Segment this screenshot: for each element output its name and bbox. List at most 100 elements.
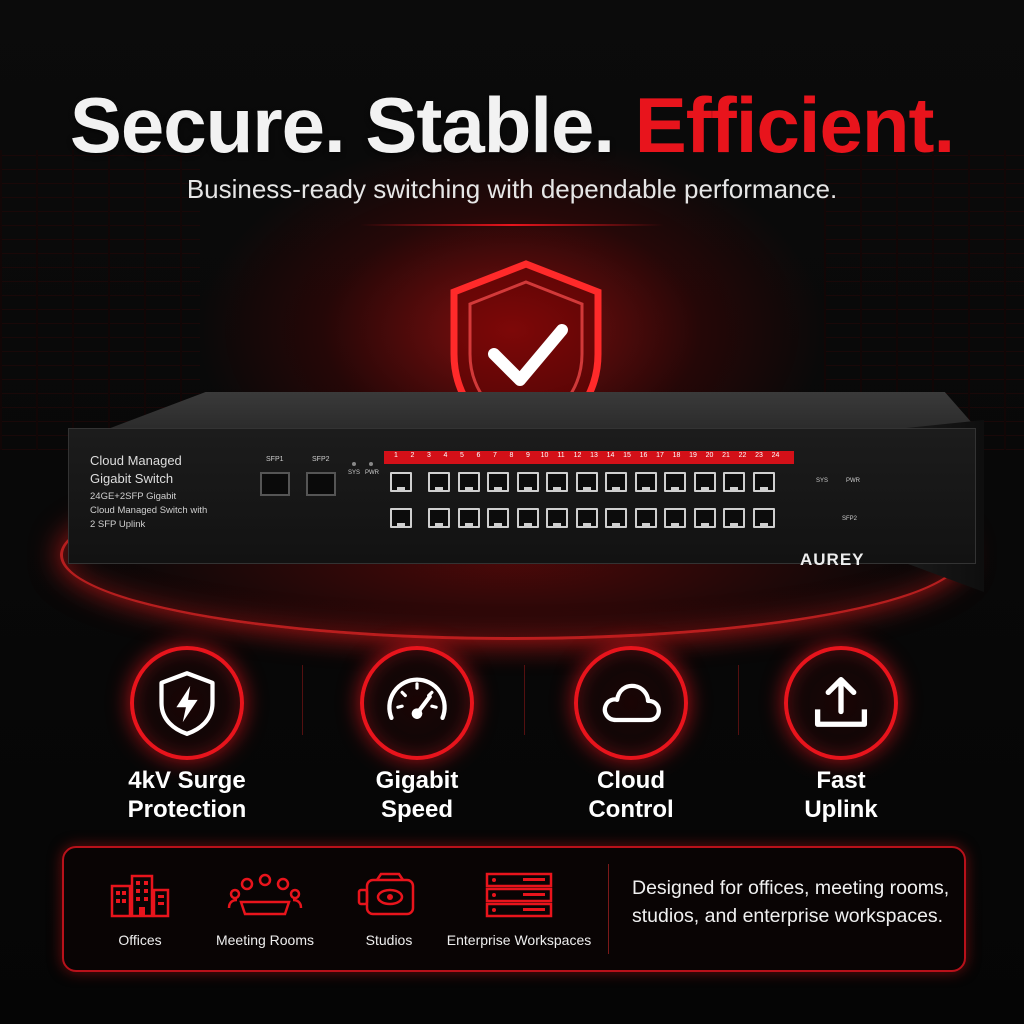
panel-description: Designed for offices, meeting rooms, stu… [632, 877, 950, 927]
port-number-label: 18 [672, 452, 681, 459]
port-number-label: 20 [705, 452, 714, 459]
use-case-enterprise-workspaces: Enterprise Workspaces [446, 872, 592, 948]
ethernet-port [723, 508, 745, 528]
server-rack-icon [485, 872, 553, 918]
ethernet-port [664, 508, 686, 528]
use-case-label: Studios [365, 932, 413, 948]
port-number-label: 10 [540, 452, 549, 459]
feature-label-line1: Cloud [597, 767, 665, 794]
port-number-label: 14 [606, 452, 615, 459]
use-case-label: Offices [118, 932, 162, 948]
port-number-label: 11 [557, 452, 565, 459]
ethernet-port [487, 472, 509, 492]
ethernet-port [428, 472, 450, 492]
pwr-led [369, 462, 373, 466]
ethernet-port [457, 508, 480, 528]
feature-divider [738, 665, 739, 735]
port-number-label: 24 [771, 452, 780, 459]
ethernet-port [634, 508, 657, 528]
port-number-label: 4 [443, 452, 448, 459]
feature-divider [524, 665, 525, 735]
port-number-label: 21 [722, 452, 730, 459]
port-number-label: 3 [427, 452, 431, 459]
speedometer-icon [387, 677, 447, 720]
port-number-label: 15 [623, 452, 631, 459]
shield-bolt-icon [159, 671, 215, 736]
port-number-label: 13 [590, 452, 598, 459]
port-number-label: 2 [410, 452, 415, 459]
port-number-label: 12 [573, 452, 582, 459]
port-number-label: 6 [476, 452, 481, 459]
ethernet-port [428, 508, 450, 528]
use-case-studios: Studios [354, 872, 424, 948]
network-switch [68, 428, 976, 564]
switch-label-line1: Cloud Managed [90, 453, 182, 468]
port-number-label: 5 [460, 452, 464, 459]
port-number-label: 8 [509, 452, 514, 459]
sfp2-port [306, 472, 336, 496]
upload-icon [814, 676, 868, 727]
panel-divider [608, 864, 609, 954]
use-cases-panel [62, 846, 966, 972]
feature-gigabit-speed: Gigabit Speed [342, 646, 492, 824]
sys-led-label: SYS [348, 470, 361, 476]
use-case-label: Enterprise Workspaces [446, 932, 592, 948]
port-number-label: 9 [526, 452, 530, 459]
headline: Secure. Stable. Efficient. [0, 80, 1024, 171]
feature-label-line2: Protection [127, 796, 247, 823]
ethernet-port [546, 472, 568, 492]
switch-top-panel [100, 392, 980, 432]
switch-desc-line2: Cloud Managed Switch with [90, 505, 208, 516]
ethernet-port [752, 508, 775, 528]
right-pwr-label: PWR [846, 478, 860, 484]
port-number-label: 16 [639, 452, 648, 459]
divider-line [360, 224, 664, 226]
ethernet-port [546, 508, 568, 528]
sfp2-label: SFP2 [312, 456, 330, 463]
ethernet-port [605, 472, 627, 492]
feature-label-line1: Fast [816, 767, 866, 794]
server-racks-left [0, 150, 200, 450]
feature-label-line2: Speed [380, 796, 454, 823]
meeting-table-icon [227, 873, 303, 916]
right-sys-label: SYS [816, 478, 829, 484]
use-case-meeting-rooms: Meeting Rooms [212, 872, 318, 948]
sfp1-port [260, 472, 290, 496]
ethernet-port [664, 472, 686, 492]
switch-label-line2: Gigabit Switch [90, 471, 174, 486]
ethernet-port [693, 508, 716, 528]
ethernet-port [516, 472, 539, 492]
feature-surge-protection: 4kV Surge Protection [112, 646, 262, 824]
feature-label-line2: Control [588, 796, 674, 823]
camera-icon [357, 872, 415, 916]
ethernet-port [723, 472, 745, 492]
ethernet-port [487, 508, 509, 528]
ethernet-port [575, 472, 598, 492]
headline-part1: Secure. Stable. [69, 81, 615, 169]
feature-cloud-control: Cloud Control [556, 646, 706, 824]
pwr-led-label: PWR [365, 470, 379, 476]
port-number-bar [384, 451, 794, 464]
switch-label: Cloud Managed Gigabit Switch [90, 452, 182, 488]
ethernet-port [605, 508, 627, 528]
subheadline: Business-ready switching with dependable… [186, 174, 838, 204]
switch-desc-line3: 2 SFP Uplink [90, 519, 146, 530]
ethernet-port [390, 472, 412, 492]
right-sfp2-label: SFP2 [842, 516, 858, 522]
feature-label-line1: 4kV Surge [128, 767, 246, 794]
ethernet-port [457, 472, 480, 492]
sys-led [352, 462, 356, 466]
use-case-offices: Offices [106, 872, 174, 948]
switch-description: 24GE+2SFP Gigabit Cloud Managed Switch w… [90, 490, 207, 532]
port-number-label: 7 [493, 452, 497, 459]
feature-fast-uplink: Fast Uplink [766, 646, 916, 824]
ethernet-port [634, 472, 657, 492]
cloud-icon [602, 683, 661, 723]
sfp1-label: SFP1 [266, 456, 284, 463]
ethernet-port [693, 472, 716, 492]
port-number-label: 23 [755, 452, 763, 459]
feature-divider [302, 665, 303, 735]
ethernet-port [575, 508, 598, 528]
port-number-label: 19 [689, 452, 697, 459]
use-case-label: Meeting Rooms [215, 932, 315, 948]
